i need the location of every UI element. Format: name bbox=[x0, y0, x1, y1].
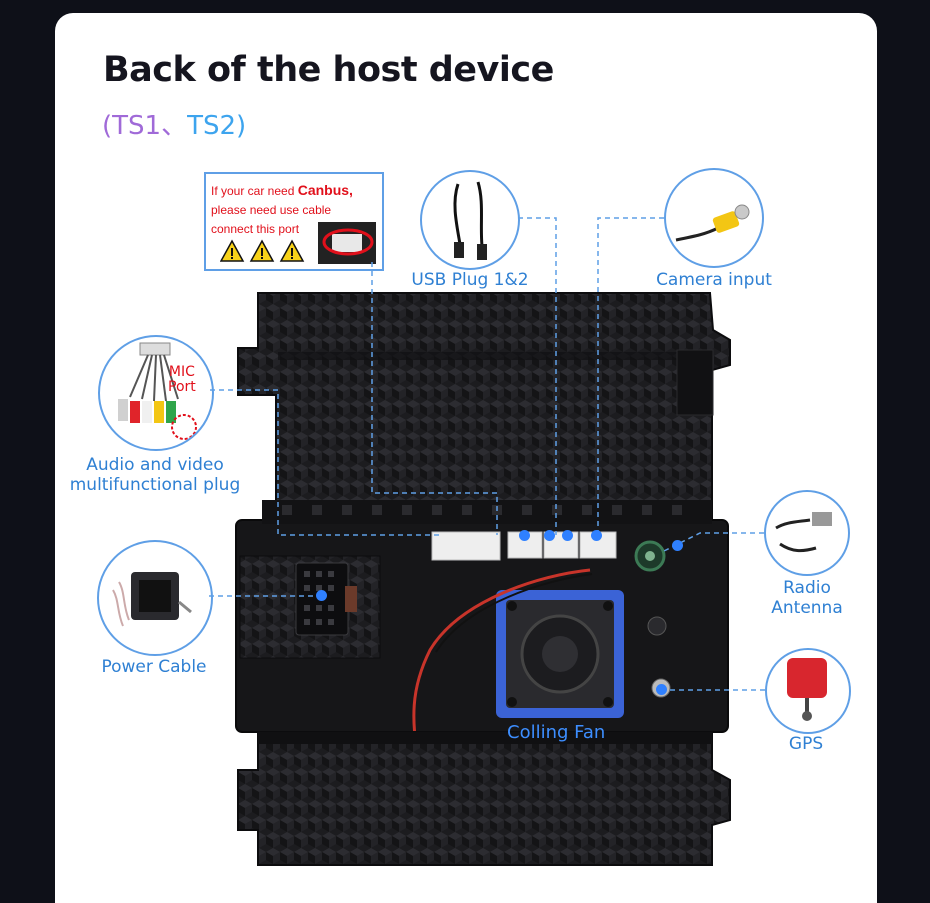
radio-dot bbox=[672, 540, 683, 551]
gps-thumbnail bbox=[765, 648, 851, 734]
cooling-fan-label: Colling Fan bbox=[507, 722, 606, 743]
av-cable-icon bbox=[118, 342, 197, 440]
av-plug-thumbnail: MIC Port bbox=[98, 335, 214, 451]
canbus-word: Canbus, bbox=[297, 182, 353, 198]
canbus-notice: If your car need Canbus, please need use… bbox=[204, 172, 384, 271]
radio-antenna-thumbnail bbox=[764, 490, 850, 576]
usb-plug-thumbnail bbox=[420, 170, 520, 270]
gps-dot bbox=[656, 684, 667, 695]
camera-dot bbox=[591, 530, 602, 541]
gps-label: GPS bbox=[788, 734, 824, 754]
power-cable-thumbnail bbox=[97, 540, 213, 656]
power-harness-icon bbox=[112, 572, 192, 627]
av-plug-label: Audio and video multifunctional plug bbox=[69, 455, 241, 495]
power-cable-label: Power Cable bbox=[101, 657, 207, 677]
power-dot bbox=[316, 590, 327, 601]
warning-icons bbox=[220, 239, 305, 262]
usb-dot-2 bbox=[544, 530, 555, 541]
usb-cable-icon bbox=[453, 181, 487, 260]
canbus-port-photo bbox=[318, 222, 376, 264]
notice-line3: connect this port bbox=[211, 222, 300, 236]
rca-camera-icon bbox=[675, 204, 750, 242]
page-title: Back of the host device bbox=[103, 50, 554, 90]
gps-module-icon bbox=[787, 658, 827, 721]
mic-port-label: MIC Port bbox=[168, 364, 196, 395]
camera-input-thumbnail bbox=[664, 168, 764, 268]
radio-antenna-label: Radio Antenna bbox=[771, 578, 843, 618]
notice-line2: please need use cable bbox=[211, 203, 332, 217]
antenna-plug-icon bbox=[775, 512, 832, 553]
model-subtitle: (TS1、TS2) bbox=[102, 111, 247, 141]
camera-input-label: Camera input bbox=[656, 270, 772, 290]
usb-plug-label: USB Plug 1&2 bbox=[411, 270, 529, 290]
usb-dot-3 bbox=[562, 530, 573, 541]
usb-dot-1 bbox=[519, 530, 530, 541]
notice-line1: If your car need bbox=[211, 184, 298, 198]
